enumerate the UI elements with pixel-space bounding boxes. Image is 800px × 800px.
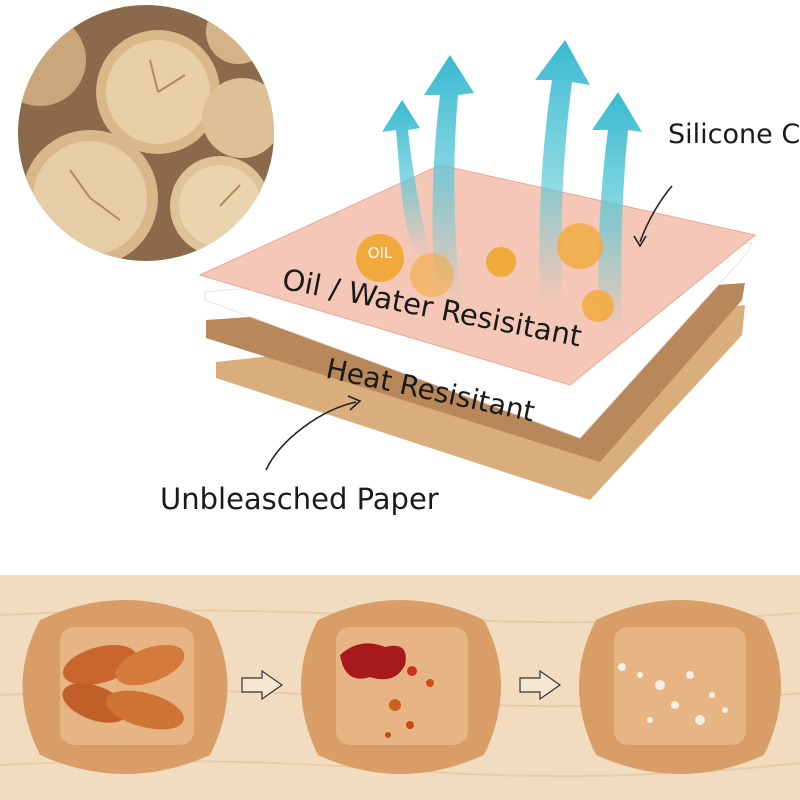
oil-drops [356, 223, 614, 322]
unbleached-paper-label: Unbleasched Paper [160, 482, 439, 516]
steam-arrow-icon [382, 100, 430, 255]
steam-arrow-icon [424, 55, 474, 300]
usage-steps-panel [0, 575, 800, 800]
oil-drop-icon [410, 253, 454, 297]
oil-drop-icon [557, 223, 603, 269]
oil-drop-icon [486, 247, 516, 277]
silicone-coated-label: Silicone Coated [668, 119, 800, 150]
next-step-arrow-icon [519, 669, 562, 701]
pointer-arrow-icon [265, 401, 357, 471]
steam-arrows [382, 40, 642, 330]
layer-diagram [18, 5, 757, 500]
wood-logs-image [18, 5, 274, 261]
liner-with-water-droplets [579, 600, 781, 774]
oil-badge-label: OIL [367, 244, 393, 262]
steam-arrow-icon [535, 40, 590, 300]
oil-drop-icon [582, 290, 614, 322]
pointer-arrow-icon [639, 185, 673, 243]
steam-arrow-icon [592, 92, 642, 330]
next-step-arrow-icon [241, 669, 284, 701]
liner-with-chicken-wings [22, 600, 228, 774]
oil-drop-icon [356, 234, 404, 282]
liner-with-sauce-stain [301, 600, 501, 774]
